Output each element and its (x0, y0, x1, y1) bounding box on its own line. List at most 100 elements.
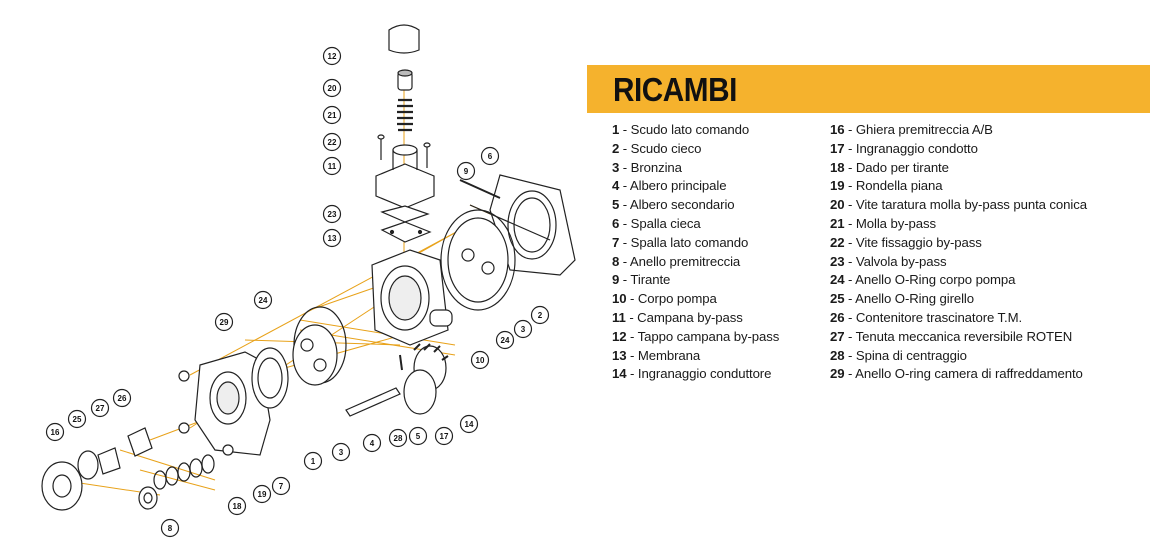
part-number: 1 (612, 122, 620, 137)
callout-label: 9 (464, 167, 469, 176)
callout-label: 27 (96, 404, 105, 413)
part-label: - Scudo lato comando (619, 122, 750, 137)
part-number: 3 (612, 159, 620, 175)
part-number: 19 (830, 178, 845, 194)
callout-13: 13 (322, 228, 342, 248)
part-item: 25 - Anello O-Ring girello (830, 290, 1087, 309)
part-number: 2 (612, 140, 620, 156)
callout-label: 25 (73, 415, 82, 424)
part-item: 12 - Tappo campana by-pass (612, 328, 779, 347)
part-item: 10 - Corpo pompa (612, 290, 779, 309)
part-number: 18 (830, 159, 845, 175)
part-number: 28 (830, 347, 845, 363)
part-label: - Ingranaggio condotto (844, 140, 978, 156)
part-label: - Tenuta meccanica reversibile ROTEN (844, 328, 1073, 344)
part-number: 6 (612, 215, 620, 231)
part-label: - Ingranaggio conduttore (626, 366, 772, 382)
part-number: 25 (830, 291, 845, 307)
callout-27: 27 (90, 398, 110, 418)
callout-label: 10 (476, 356, 485, 365)
callout-18: 18 (227, 496, 247, 516)
callout-label: 12 (328, 52, 337, 61)
callout-4: 4 (362, 433, 382, 453)
callout-label: 18 (233, 502, 242, 511)
part-label: - Spalla lato comando (619, 234, 749, 250)
callout-22: 22 (322, 132, 342, 152)
part-label: - Molla by-pass (844, 215, 936, 231)
part-item: 26 - Contenitore trascinatore T.M. (830, 309, 1087, 328)
part-item: 19 - Rondella piana (830, 177, 1087, 196)
part-label: - Anello premitreccia (619, 253, 741, 269)
part-label: - Vite fissaggio by-pass (844, 234, 982, 250)
callout-11: 11 (322, 156, 342, 176)
callout-24: 24 (495, 330, 515, 350)
part-number: 20 (830, 197, 845, 213)
callout-label: 7 (279, 482, 284, 491)
part-label: - Vite taratura molla by-pass punta coni… (844, 197, 1087, 213)
callout-3: 3 (513, 319, 533, 339)
callout-6: 6 (480, 146, 500, 166)
part-number: 26 (830, 309, 845, 325)
part-item: 29 - Anello O-ring camera di raffreddame… (830, 365, 1087, 384)
callout-label: 2 (538, 311, 543, 320)
part-number: 5 (612, 197, 620, 213)
part-item: 16 - Ghiera premitreccia A/B (830, 121, 1087, 140)
callout-label: 4 (370, 439, 375, 448)
part-item: 14 - Ingranaggio conduttore (612, 365, 779, 384)
callout-label: 6 (488, 152, 493, 161)
part-item: 27 - Tenuta meccanica reversibile ROTEN (830, 328, 1087, 347)
callout-label: 19 (258, 490, 267, 499)
title-banner: RICAMBI (587, 65, 1150, 113)
part-item: 13 - Membrana (612, 347, 779, 366)
callout-2: 2 (530, 305, 550, 325)
callout-12: 12 (322, 46, 342, 66)
part-item: 18 - Dado per tirante (830, 159, 1087, 178)
pump-parts (41, 24, 576, 511)
callout-label: 28 (394, 434, 403, 443)
callout-label: 14 (465, 420, 474, 429)
part-item: 17 - Ingranaggio condotto (830, 140, 1087, 159)
part-label: - Membrana (626, 347, 701, 363)
callout-label: 20 (328, 84, 337, 93)
part-label: - Corpo pompa (626, 291, 717, 307)
part-item: 11 - Campana by-pass (612, 309, 779, 328)
callout-label: 24 (259, 296, 268, 305)
part-label: - Anello O-Ring girello (844, 291, 975, 307)
part-item: 20 - Vite taratura molla by-pass punta c… (830, 196, 1087, 215)
callout-1: 1 (303, 451, 323, 471)
part-number: 29 (830, 366, 845, 382)
part-item: 2 - Scudo cieco (612, 140, 779, 159)
callout-label: 5 (416, 432, 421, 441)
callout-label: 23 (328, 210, 337, 219)
callout-label: 21 (328, 111, 337, 120)
callout-label: 1 (311, 457, 316, 466)
part-label: - Tappo campana by-pass (626, 328, 780, 344)
part-number: 24 (830, 272, 845, 288)
part-item: 7 - Spalla lato comando (612, 234, 779, 253)
part-item: 21 - Molla by-pass (830, 215, 1087, 234)
callout-14: 14 (459, 414, 479, 434)
part-number: 16 (830, 122, 845, 137)
callout-label: 16 (51, 428, 60, 437)
callout-24: 24 (253, 290, 273, 310)
callout-3: 3 (331, 442, 351, 462)
page-title: RICAMBI (613, 71, 737, 108)
part-item: 5 - Albero secondario (612, 196, 779, 215)
callout-23: 23 (322, 204, 342, 224)
callout-17: 17 (434, 426, 454, 446)
part-item: 9 - Tirante (612, 271, 779, 290)
callout-label: 22 (328, 138, 337, 147)
part-number: 10 (612, 291, 627, 307)
part-number: 7 (612, 234, 620, 250)
callout-label: 13 (328, 234, 337, 243)
part-label: - Scudo cieco (619, 140, 702, 156)
part-label: - Bronzina (619, 159, 682, 175)
part-label: - Anello O-ring camera di raffreddamento (844, 366, 1083, 382)
part-number: 17 (830, 140, 845, 156)
callout-8: 8 (160, 518, 180, 538)
part-item: 28 - Spina di centraggio (830, 347, 1087, 366)
